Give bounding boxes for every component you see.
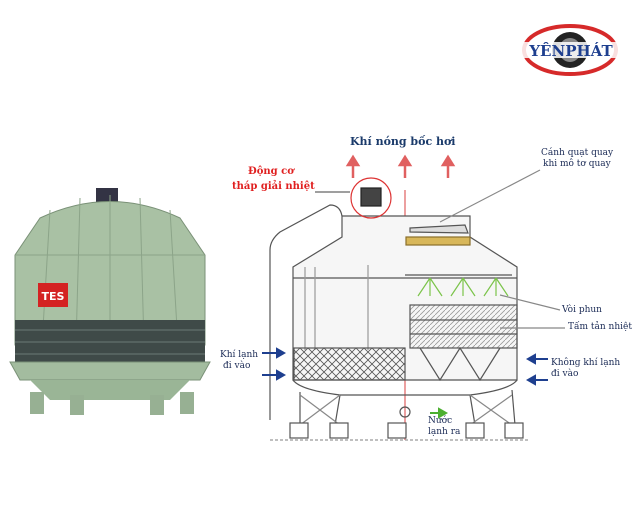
motor-label-line1: Động cơ <box>248 166 294 177</box>
fan-label-line2: khi mô tơ quay <box>543 159 611 169</box>
yen-phat-logo: YÊNPHÁT <box>522 24 620 76</box>
water-out-line1: Nước <box>428 416 453 426</box>
fill-label: Tấm tản nhiệt <box>568 322 632 332</box>
motor-label-line2: tháp giải nhiệt <box>232 181 315 192</box>
water-out-arrow <box>430 407 449 419</box>
tes-badge <box>38 283 68 307</box>
tower-schematic <box>269 169 565 441</box>
fan-label-line1: Cánh quạt quay <box>541 148 614 158</box>
cooling-tower-photo: TES <box>9 188 211 415</box>
air-in-right-line1: Không khí lạnh <box>551 358 621 368</box>
hot-air-label: Khí nóng bốc hơi <box>350 135 456 148</box>
svg-text:TES: TES <box>42 290 65 303</box>
svg-text:YÊNPHÁT: YÊNPHÁT <box>528 42 613 60</box>
air-in-left-line2: đi vào <box>223 361 251 371</box>
hot-air-arrows <box>345 154 456 178</box>
air-in-left-line1: Khí lạnh <box>220 350 259 360</box>
water-out-line2: lạnh ra <box>428 427 461 437</box>
air-in-arrows <box>262 347 548 386</box>
nozzle-label: Vòi phun <box>562 305 602 315</box>
air-in-right-line2: đi vào <box>551 369 579 379</box>
